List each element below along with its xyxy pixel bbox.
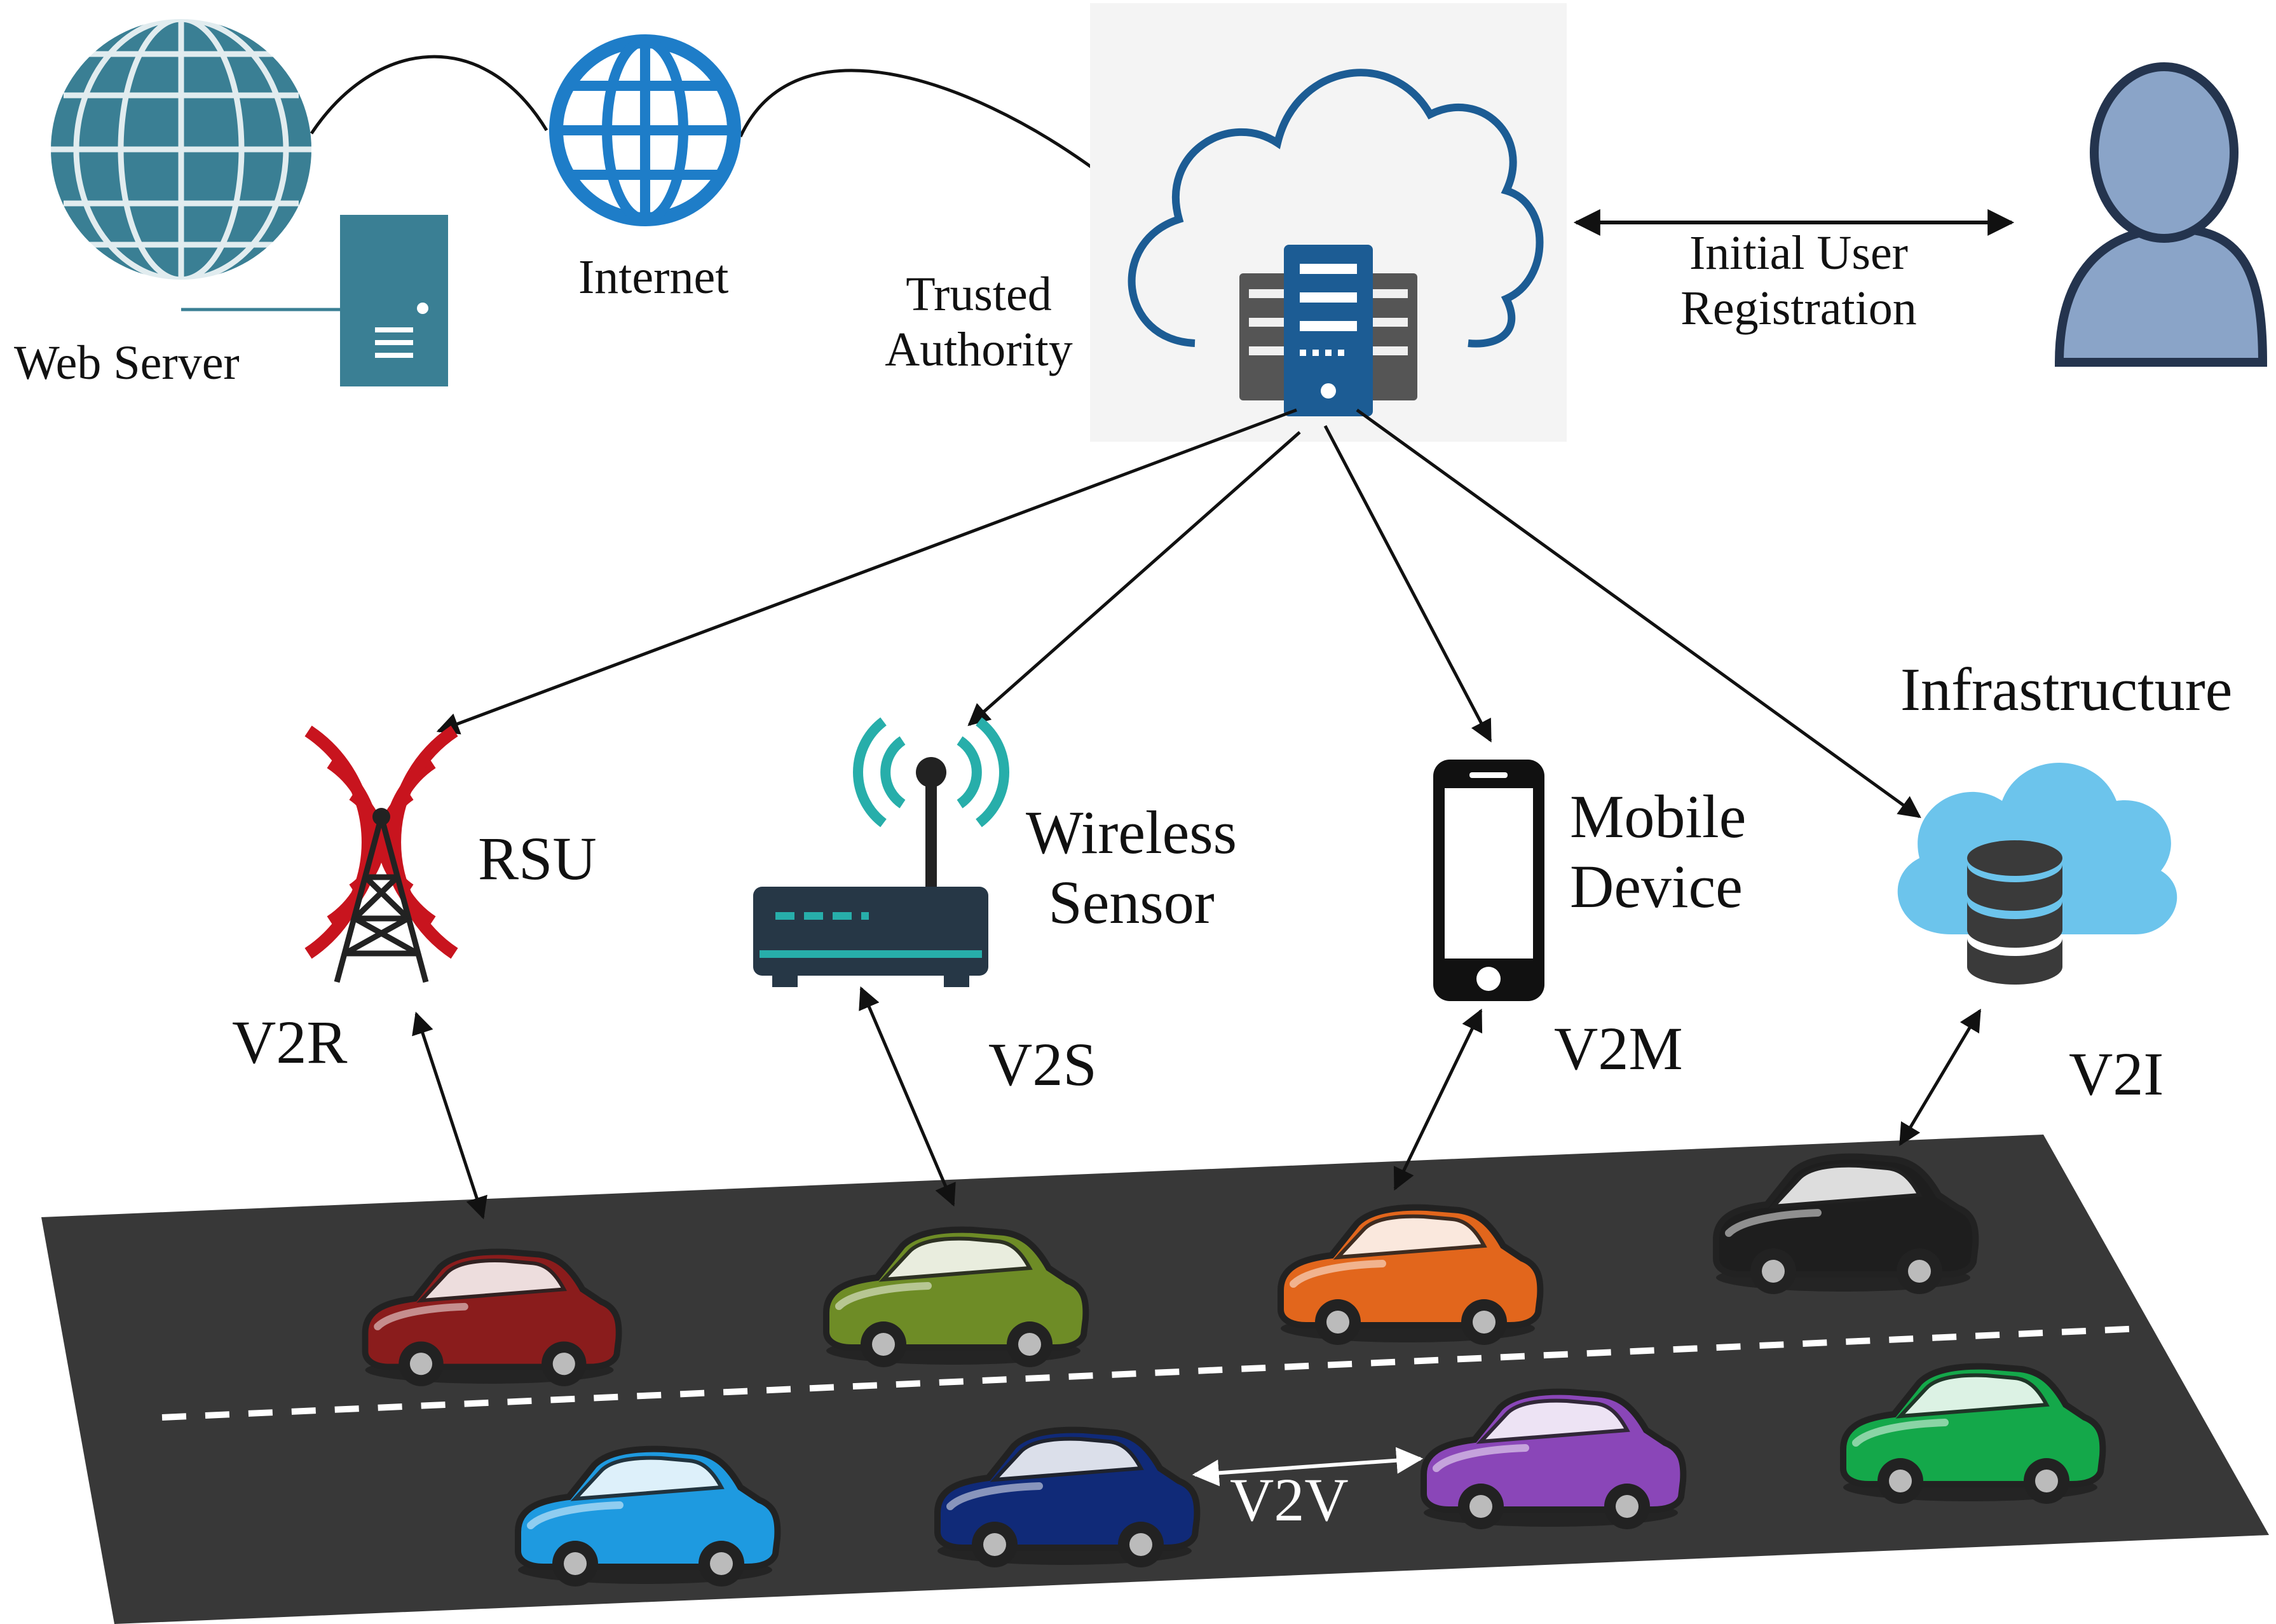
web-server-label: Web Server [14,336,240,390]
mobile-device-icon [1433,760,1544,1001]
server-rack-icon [1239,245,1417,416]
mobile-device-label: Mobile Device [1570,782,1746,922]
v2i-label: V2I [2069,1040,2164,1108]
ta-to-mobile-arrow [1323,425,1492,743]
web-server-globe-icon [51,16,311,283]
v2r-link-arrow [412,1011,487,1220]
v2m-link-arrow [1393,1008,1483,1191]
server-tower-icon [181,215,448,386]
v2v-label: V2V [1230,1466,1349,1534]
v2s-label: V2S [988,1030,1097,1098]
user-icon [2054,62,2268,367]
mobile-device-line2: Device [1570,852,1743,921]
ta-to-rsu-arrow [436,408,1297,735]
wireless-sensor-line1: Wireless [1025,798,1237,866]
registration-line2: Registration [1680,282,1917,336]
infrastructure-label: Infrastructure [1900,655,2233,723]
v2r-label: V2R [232,1008,348,1076]
infrastructure-database-icon [1897,763,2177,985]
road-lane-divider [161,1325,2143,1421]
wireless-sensor-label: Wireless Sensor [991,798,1271,938]
web-to-internet-link [310,55,549,135]
trusted-authority-line1: Trusted [906,268,1052,321]
registration-line1: Initial User [1689,226,1908,280]
trusted-authority-label: Trusted Authority [864,267,1093,378]
internet-label: Internet [578,250,729,304]
rsu-label: RSU [478,824,597,892]
v2s-link-arrow [859,986,956,1207]
registration-label: Initial User Registration [1627,226,1970,337]
mobile-device-line1: Mobile [1570,782,1747,850]
trusted-authority-line2: Authority [885,323,1073,377]
ta-to-sensor-arrow [967,431,1301,727]
internet-globe-icon [549,34,741,226]
v2v-link-arrow [1192,1447,1424,1487]
v2i-link-arrow [1898,1008,1982,1147]
internet-to-cloud-link [739,69,1094,170]
rsu-tower-icon [304,725,458,983]
wireless-sensor-icon [753,717,1009,987]
cloud-icon [1128,69,1544,348]
v2m-label: V2M [1554,1014,1683,1082]
ta-to-infrastructure-arrow [1356,408,1921,819]
wireless-sensor-line2: Sensor [1048,868,1215,937]
